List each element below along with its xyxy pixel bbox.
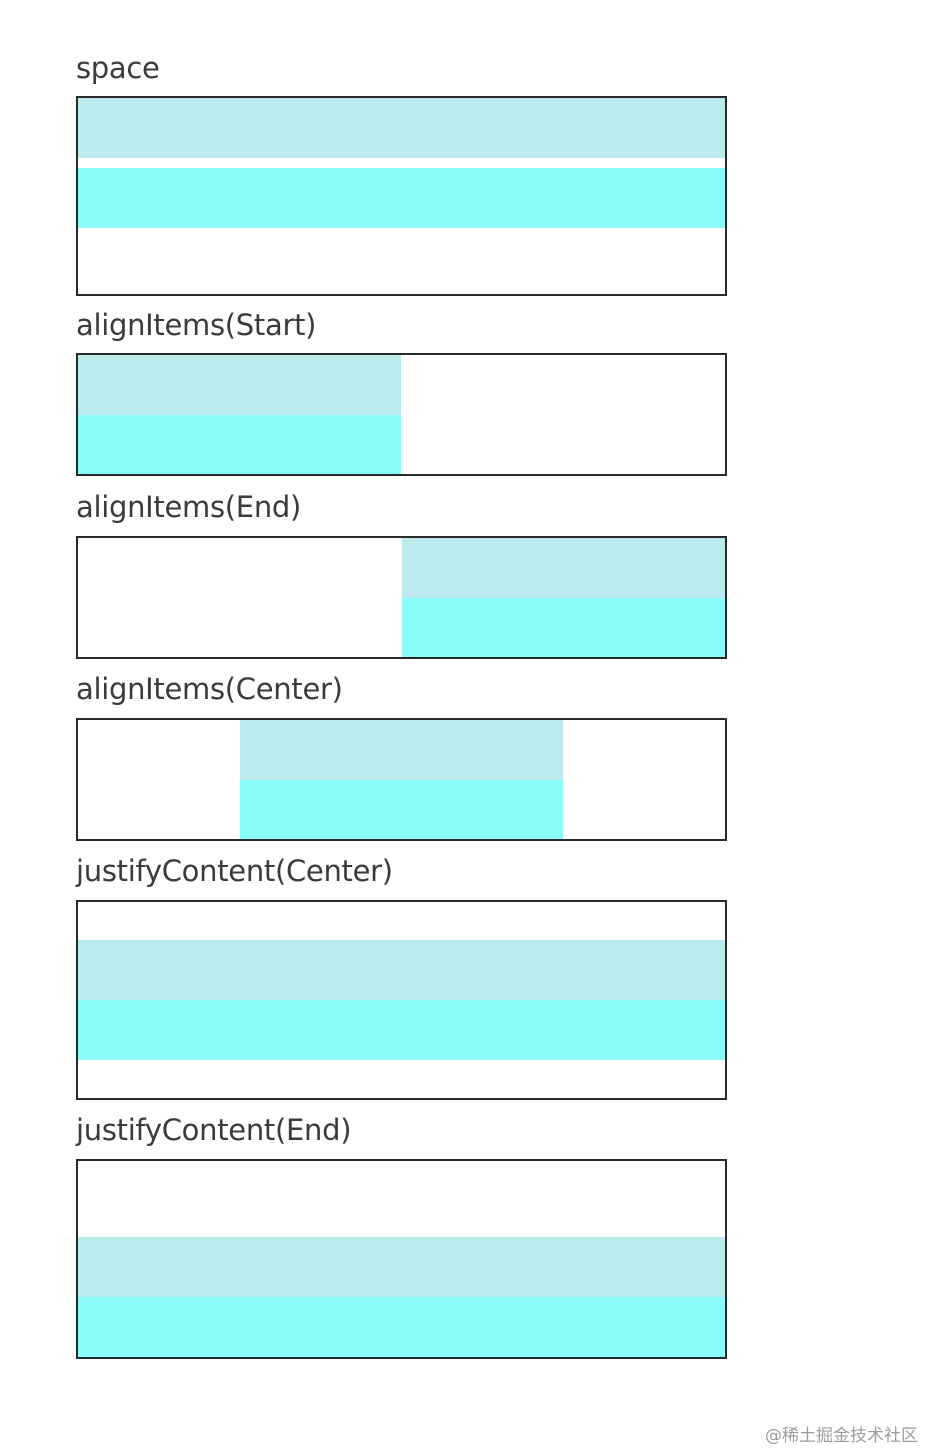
demo-column-justify-center	[76, 900, 727, 1100]
section-label-space: space	[76, 51, 160, 85]
section-label-align-center: alignItems(Center)	[76, 672, 343, 706]
column-item-2	[402, 598, 725, 657]
column-item-2	[78, 415, 401, 474]
column-item-2	[78, 1297, 725, 1357]
demo-column-align-end	[76, 536, 727, 659]
column-item-2	[78, 168, 725, 228]
section-label-align-start: alignItems(Start)	[76, 308, 317, 342]
watermark: @稀土掘金技术社区	[765, 1426, 918, 1446]
demo-column-justify-end	[76, 1159, 727, 1359]
column-item-1	[78, 940, 725, 1000]
demo-column-align-start	[76, 353, 727, 476]
column-item-1	[78, 98, 725, 158]
section-label-align-end: alignItems(End)	[76, 490, 302, 524]
column-item-2	[240, 780, 563, 839]
column-item-1	[240, 720, 563, 780]
column-item-1	[402, 538, 725, 598]
demo-column-space	[76, 96, 727, 296]
section-label-justify-center: justifyContent(Center)	[76, 854, 393, 888]
column-item-1	[78, 1237, 725, 1297]
column-item-2	[78, 1000, 725, 1060]
column-item-1	[78, 355, 401, 415]
demo-column-align-center	[76, 718, 727, 841]
section-label-justify-end: justifyContent(End)	[76, 1113, 352, 1147]
